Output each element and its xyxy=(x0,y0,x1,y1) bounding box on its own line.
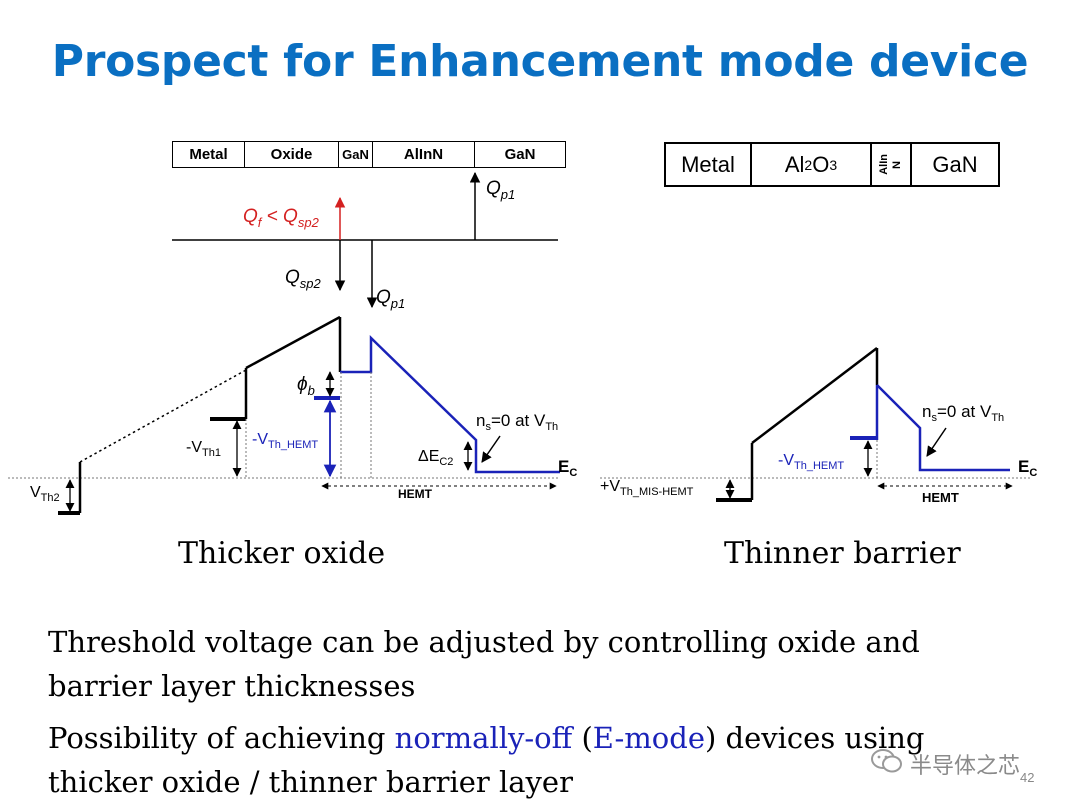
layer-alinn-right: AlIn N xyxy=(872,144,912,185)
al2o3-o: O xyxy=(812,151,830,177)
hemt-label-left: HEMT xyxy=(398,487,433,501)
layer-metal: Metal xyxy=(173,142,245,167)
layer-stack-left: Metal Oxide GaN AlInN GaN xyxy=(172,141,566,168)
layer-gan: GaN xyxy=(504,146,536,163)
band-diagram-right: -VTh_HEMT ns=0 at VTh EC HEMT +VTh_MIS-H… xyxy=(600,347,1037,505)
page-number: 42 xyxy=(1020,770,1035,785)
ns-pointer-arrow-right xyxy=(926,427,947,457)
ec-label-right: EC xyxy=(1018,457,1037,479)
oxide-band-dotted xyxy=(79,369,247,463)
e-mode-term: E-mode xyxy=(592,721,705,755)
ns-pointer-arrow xyxy=(481,435,501,463)
watermark-text: 半导体之芯 xyxy=(910,754,1021,779)
al2o3-sub-3: 3 xyxy=(829,156,838,173)
vth1-label: -VTh1 xyxy=(186,439,221,459)
normally-off-term: normally-off xyxy=(394,721,573,755)
layer-gan-thin: GaN xyxy=(339,142,373,167)
bullet-2: Possibility of achieving normally-off (E… xyxy=(48,716,1058,804)
slide-title: Prospect for Enhancement mode device xyxy=(51,36,1029,87)
qf-label: Qf < Qsp2 xyxy=(243,206,320,230)
al2o3-sub-2: 2 xyxy=(804,156,813,173)
band-diagram-left: ϕb -VTh_HEMT -VTh1 VTh2 ΔEC2 ns=0 at VTh… xyxy=(8,315,577,515)
phi-b-label: ϕb xyxy=(297,374,315,398)
layer-alinn: AlInN xyxy=(373,142,475,167)
oxide-conduction-band xyxy=(245,315,341,370)
hemt-conduction-band xyxy=(340,335,560,474)
hemt-label-right: HEMT xyxy=(922,490,959,505)
vth-hemt-label-left: -VTh_HEMT xyxy=(252,431,318,451)
bullet-2-text-c: ) devices using xyxy=(705,721,925,755)
caption-thicker-oxide: Thicker oxide xyxy=(178,536,386,571)
ec-label-left: EC xyxy=(558,457,577,479)
dec2-label: ΔEC2 xyxy=(418,448,453,468)
bullet-2-text-a: Possibility of achieving xyxy=(48,721,395,755)
oxide-conduction-band-right xyxy=(751,347,878,444)
vth2-label: VTh2 xyxy=(30,484,60,504)
layer-oxide: Oxide xyxy=(245,142,339,167)
wechat-icon xyxy=(870,748,904,774)
vth-hemt-label-right: -VTh_HEMT xyxy=(778,452,844,472)
bullet-2-line-2: thicker oxide / thinner barrier layer xyxy=(48,765,573,799)
caption-thinner-barrier: Thinner barrier xyxy=(724,536,961,571)
bullet-1-line-1: Threshold voltage can be adjusted by con… xyxy=(48,625,920,659)
bullet-2-line-1: Possibility of achieving normally-off (E… xyxy=(48,716,1058,760)
bullet-1-line-2: barrier layer thicknesses xyxy=(48,669,416,703)
ns-label-left: ns=0 at VTh xyxy=(476,411,558,433)
layer-gan-right: GaN xyxy=(932,151,978,177)
qp1-top-label: Qp1 xyxy=(486,178,515,202)
hemt-conduction-band-right xyxy=(876,384,1010,472)
layer-metal-right: Metal xyxy=(666,144,752,185)
charge-diagram-left: Qp1 Qf < Qsp2 Qsp2 Qp1 xyxy=(172,171,558,311)
al2o3-al: Al xyxy=(784,151,805,177)
bullet-2-text-b: ( xyxy=(572,721,593,755)
qp1-bottom-label: Qp1 xyxy=(376,287,405,311)
ns-label-right: ns=0 at VTh xyxy=(922,402,1004,424)
bullet-1: Threshold voltage can be adjusted by con… xyxy=(48,620,1058,708)
vth-mis-label: +VTh_MIS-HEMT xyxy=(600,478,694,498)
qsp2-label: Qsp2 xyxy=(285,267,322,291)
